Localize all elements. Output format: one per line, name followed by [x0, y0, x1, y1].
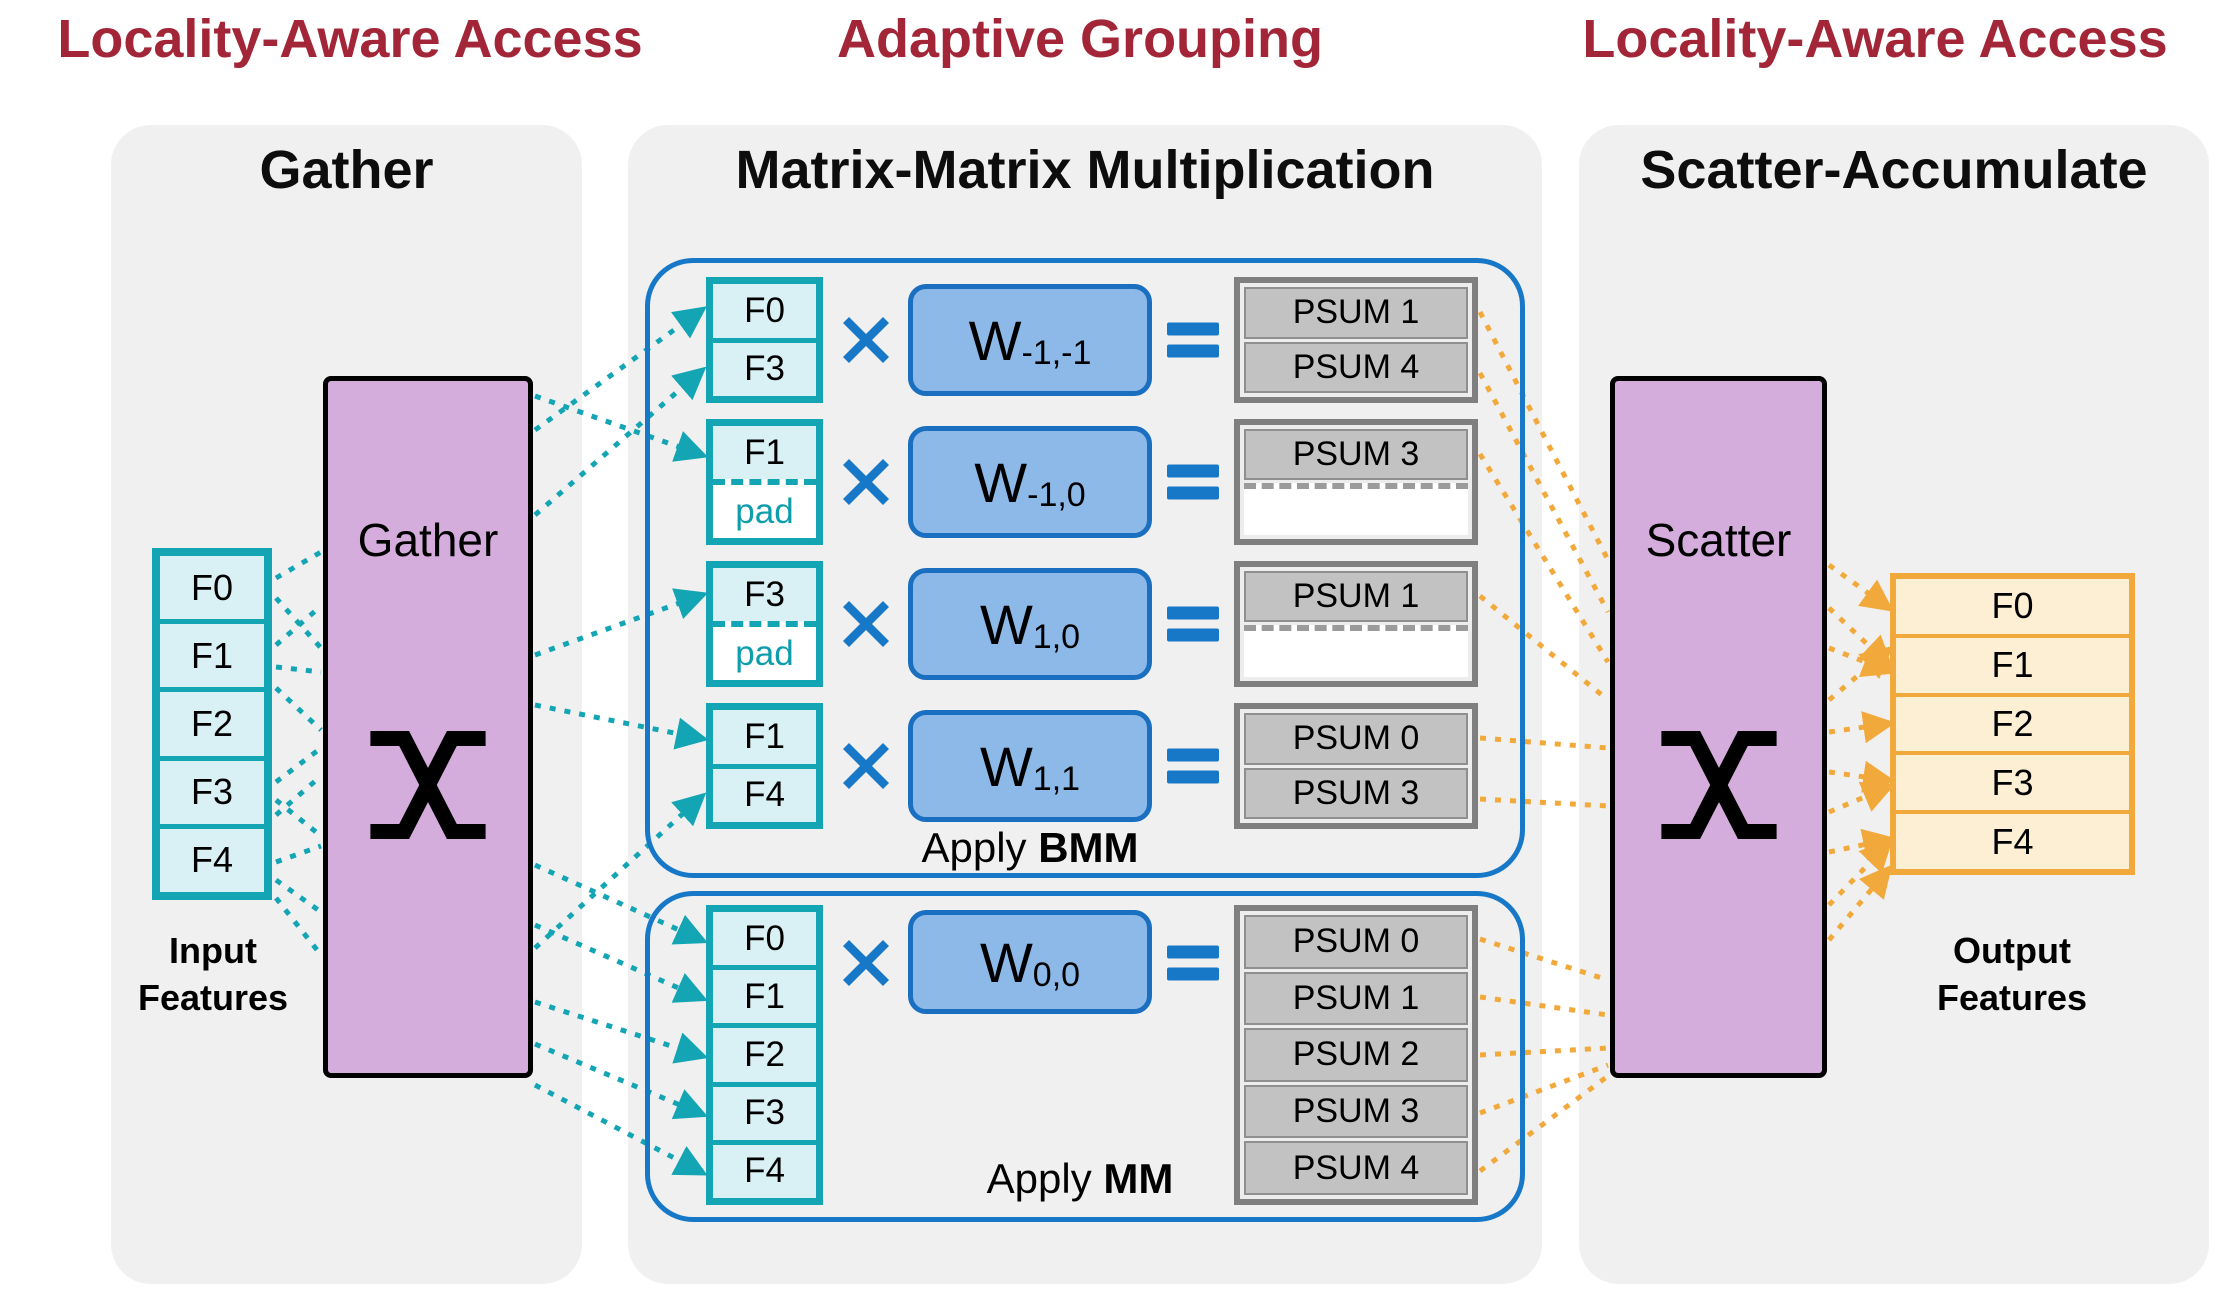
crossbar-icon — [1658, 730, 1780, 844]
weight-box: W-1,-1 — [908, 284, 1152, 396]
output-feature-cell: F1 — [1896, 633, 2129, 693]
psum-cell: PSUM 3 — [1244, 1084, 1468, 1139]
mm-input-cell: F2 — [713, 1023, 816, 1082]
header-locality-right: Locality-Aware Access — [1582, 9, 2168, 69]
scatter-unit: Scatter — [1610, 376, 1827, 1078]
output-feature-cell: F2 — [1896, 692, 2129, 752]
psum-cell: PSUM 0 — [1244, 713, 1468, 765]
multiply-icon — [843, 743, 889, 789]
bmm-pad-cell: pad — [713, 621, 816, 680]
bmm-row2-input-stack: F1 pad — [706, 419, 823, 545]
mm-input-stack: F0 F1 F2 F3 F4 — [706, 905, 823, 1205]
panel-mmm-title: Matrix-Matrix Multiplication — [735, 140, 1435, 200]
crossbar-icon — [367, 730, 489, 844]
equals-icon — [1167, 740, 1219, 793]
equals-icon — [1167, 598, 1219, 651]
input-features-label: Input Features — [137, 930, 289, 1018]
output-feature-cell: F4 — [1896, 810, 2129, 869]
bmm-row2-psum-stack: PSUM 3 — [1234, 419, 1478, 545]
psum-cell: PSUM 3 — [1244, 767, 1468, 819]
gather-unit: Gather — [323, 376, 533, 1078]
bmm-group-box — [645, 258, 1525, 878]
panel-gather-title: Gather — [259, 140, 434, 200]
psum-empty-cell — [1244, 482, 1468, 535]
equals-icon — [1167, 314, 1219, 367]
psum-cell: PSUM 0 — [1244, 915, 1468, 969]
output-feature-cell: F0 — [1896, 579, 2129, 634]
bmm-row1-psum-stack: PSUM 1 PSUM 4 — [1234, 277, 1478, 403]
psum-empty-cell — [1244, 624, 1468, 677]
scatter-unit-label: Scatter — [1645, 514, 1792, 566]
input-feature-cell: F2 — [160, 687, 264, 756]
output-features-stack: F0 F1 F2 F3 F4 — [1890, 573, 2135, 875]
panel-scatter-title: Scatter-Accumulate — [1640, 140, 2148, 200]
bmm-input-cell: F3 — [713, 568, 816, 621]
multiply-icon — [843, 317, 889, 363]
input-feature-cell: F0 — [160, 556, 264, 620]
mm-input-cell: F4 — [713, 1139, 816, 1199]
bmm-input-cell: F3 — [713, 337, 816, 396]
psum-cell: PSUM 1 — [1244, 287, 1468, 339]
apply-bmm-label: Apply BMM — [921, 824, 1139, 871]
bmm-row3-psum-stack: PSUM 1 — [1234, 561, 1478, 687]
header-adaptive-grouping: Adaptive Grouping — [837, 9, 1323, 69]
output-features-label: Output Features — [1936, 930, 2088, 1018]
psum-cell: PSUM 3 — [1244, 429, 1468, 480]
equals-icon — [1167, 937, 1219, 990]
input-features-stack: F0 F1 F2 F3 F4 — [152, 548, 272, 900]
input-feature-cell: F1 — [160, 619, 264, 688]
bmm-input-cell: F0 — [713, 284, 816, 338]
psum-cell: PSUM 1 — [1244, 571, 1468, 622]
bmm-input-cell: F4 — [713, 763, 816, 822]
bmm-input-cell: F1 — [713, 426, 816, 479]
output-feature-cell: F3 — [1896, 751, 2129, 811]
apply-mm-label: Apply MM — [986, 1155, 1174, 1202]
multiply-icon — [843, 601, 889, 647]
bmm-row3-input-stack: F3 pad — [706, 561, 823, 687]
mm-psum-stack: PSUM 0 PSUM 1 PSUM 2 PSUM 3 PSUM 4 — [1234, 905, 1478, 1205]
weight-box: W-1,0 — [908, 426, 1152, 538]
bmm-row4-psum-stack: PSUM 0 PSUM 3 — [1234, 703, 1478, 829]
mm-input-cell: F0 — [713, 912, 816, 966]
psum-cell: PSUM 2 — [1244, 1028, 1468, 1082]
input-feature-cell: F4 — [160, 823, 264, 893]
bmm-row4-input-stack: F1 F4 — [706, 703, 823, 829]
bmm-pad-cell: pad — [713, 479, 816, 538]
mm-input-cell: F3 — [713, 1081, 816, 1140]
mm-group-box — [645, 891, 1525, 1222]
header-locality-left: Locality-Aware Access — [57, 9, 643, 69]
input-feature-cell: F3 — [160, 755, 264, 824]
psum-cell: PSUM 4 — [1244, 1141, 1468, 1195]
multiply-icon — [843, 940, 889, 986]
multiply-icon — [843, 459, 889, 505]
bmm-input-cell: F1 — [713, 710, 816, 764]
bmm-row1-input-stack: F0 F3 — [706, 277, 823, 403]
gather-unit-label: Gather — [357, 514, 499, 566]
mm-input-cell: F1 — [713, 965, 816, 1024]
equals-icon — [1167, 456, 1219, 509]
psum-cell: PSUM 1 — [1244, 971, 1468, 1026]
psum-cell: PSUM 4 — [1244, 341, 1468, 393]
